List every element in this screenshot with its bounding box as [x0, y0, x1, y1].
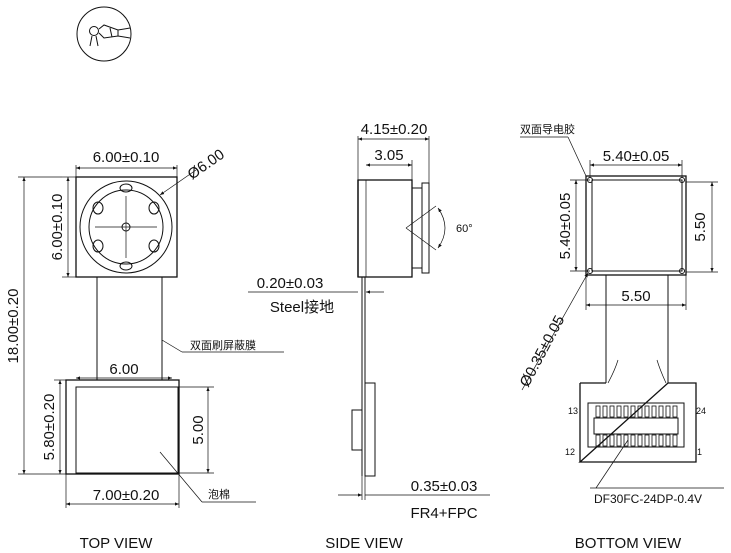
total-height-dim: 18.00±0.20 — [5, 289, 22, 364]
flex-width-dim: 6.00 — [109, 361, 138, 378]
top-height-dim: 6.00±0.10 — [49, 194, 66, 261]
lens-housing-outline — [75, 176, 178, 278]
foam-note: 泡棉 — [208, 487, 230, 501]
connector-pin — [665, 434, 671, 447]
person-logo-icon — [76, 6, 132, 62]
connector-pin — [602, 434, 608, 447]
side-view-title: SIDE VIEW — [325, 535, 403, 552]
connector-pin — [637, 434, 643, 447]
bottom-height-left-dim: 5.40±0.05 — [557, 193, 574, 260]
steel-dim: 0.20±0.03 — [257, 275, 324, 292]
connector-pin — [637, 405, 643, 418]
foam-height-dim: 5.80±0.20 — [41, 394, 58, 461]
connector-pin — [672, 405, 678, 418]
top-view: 6.00±0.10 Ø6.00 6.00±0.10 18.00±0.20 6.0… — [5, 146, 284, 552]
bottom-height-right-dim: 5.50 — [692, 212, 709, 241]
connector-pin — [630, 434, 636, 447]
pin-12-label: 12 — [565, 447, 575, 457]
connector-pin — [665, 405, 671, 418]
connector-pin — [595, 405, 601, 418]
bottom-width-bottom-dim: 5.50 — [621, 288, 650, 305]
foam-inner-dim: 5.00 — [190, 415, 207, 444]
pin-1-label: 1 — [697, 447, 702, 457]
top-width-dim: 6.00±0.10 — [93, 149, 160, 166]
diameter-dim: Ø6.00 — [185, 146, 228, 183]
connector-pin — [602, 405, 608, 418]
connector-pin — [609, 434, 615, 447]
connector-pin — [651, 405, 657, 418]
fpc-note: FR4+FPC — [410, 505, 477, 522]
fpc-dim: 0.35±0.03 — [411, 478, 478, 495]
connector-pin — [616, 405, 622, 418]
connector-pin — [672, 434, 678, 447]
connector-pin — [658, 405, 664, 418]
pin-13-label: 13 — [568, 406, 578, 416]
lens-barrel-circle — [79, 180, 173, 274]
foam-width-dim: 7.00±0.20 — [93, 487, 160, 504]
connector-pin — [644, 434, 650, 447]
pin-24-label: 24 — [696, 406, 706, 416]
connector-pin — [644, 405, 650, 418]
steel-note: Steel接地 — [270, 299, 334, 316]
shield-note: 双面刷屏蔽膜 — [190, 339, 256, 352]
connector-pin — [623, 405, 629, 418]
bottom-view: 双面导电胶 5.40±0.05 5.40±0.05 5.50 5.50 Ø0.3… — [517, 122, 724, 552]
connector-pin — [609, 405, 615, 418]
hole-dim: Ø0.35±0.05 — [517, 313, 569, 390]
connector-body — [587, 402, 685, 448]
foam-hatch — [75, 386, 179, 474]
side-total-dim: 4.15±0.20 — [361, 121, 428, 138]
cone-angle: 60° — [456, 223, 473, 235]
connector-pin — [595, 434, 601, 447]
top-view-title: TOP VIEW — [80, 535, 154, 552]
bottom-width-dim: 5.40±0.05 — [603, 148, 670, 165]
conductive-glue-hatch — [591, 179, 683, 272]
side-lens-dim: 3.05 — [374, 147, 403, 164]
side-view: 60° 4.15±0.20 3.05 0.20±0.03 Steel接地 0.3… — [248, 121, 490, 552]
connector-note: DF30FC-24DP-0.4V — [594, 492, 702, 506]
glue-note: 双面导电胶 — [520, 122, 575, 136]
connector-pin — [630, 405, 636, 418]
connector-pin — [616, 434, 622, 447]
bottom-view-title: BOTTOM VIEW — [575, 535, 682, 552]
connector-pin — [651, 434, 657, 447]
connector-pin — [658, 434, 664, 447]
